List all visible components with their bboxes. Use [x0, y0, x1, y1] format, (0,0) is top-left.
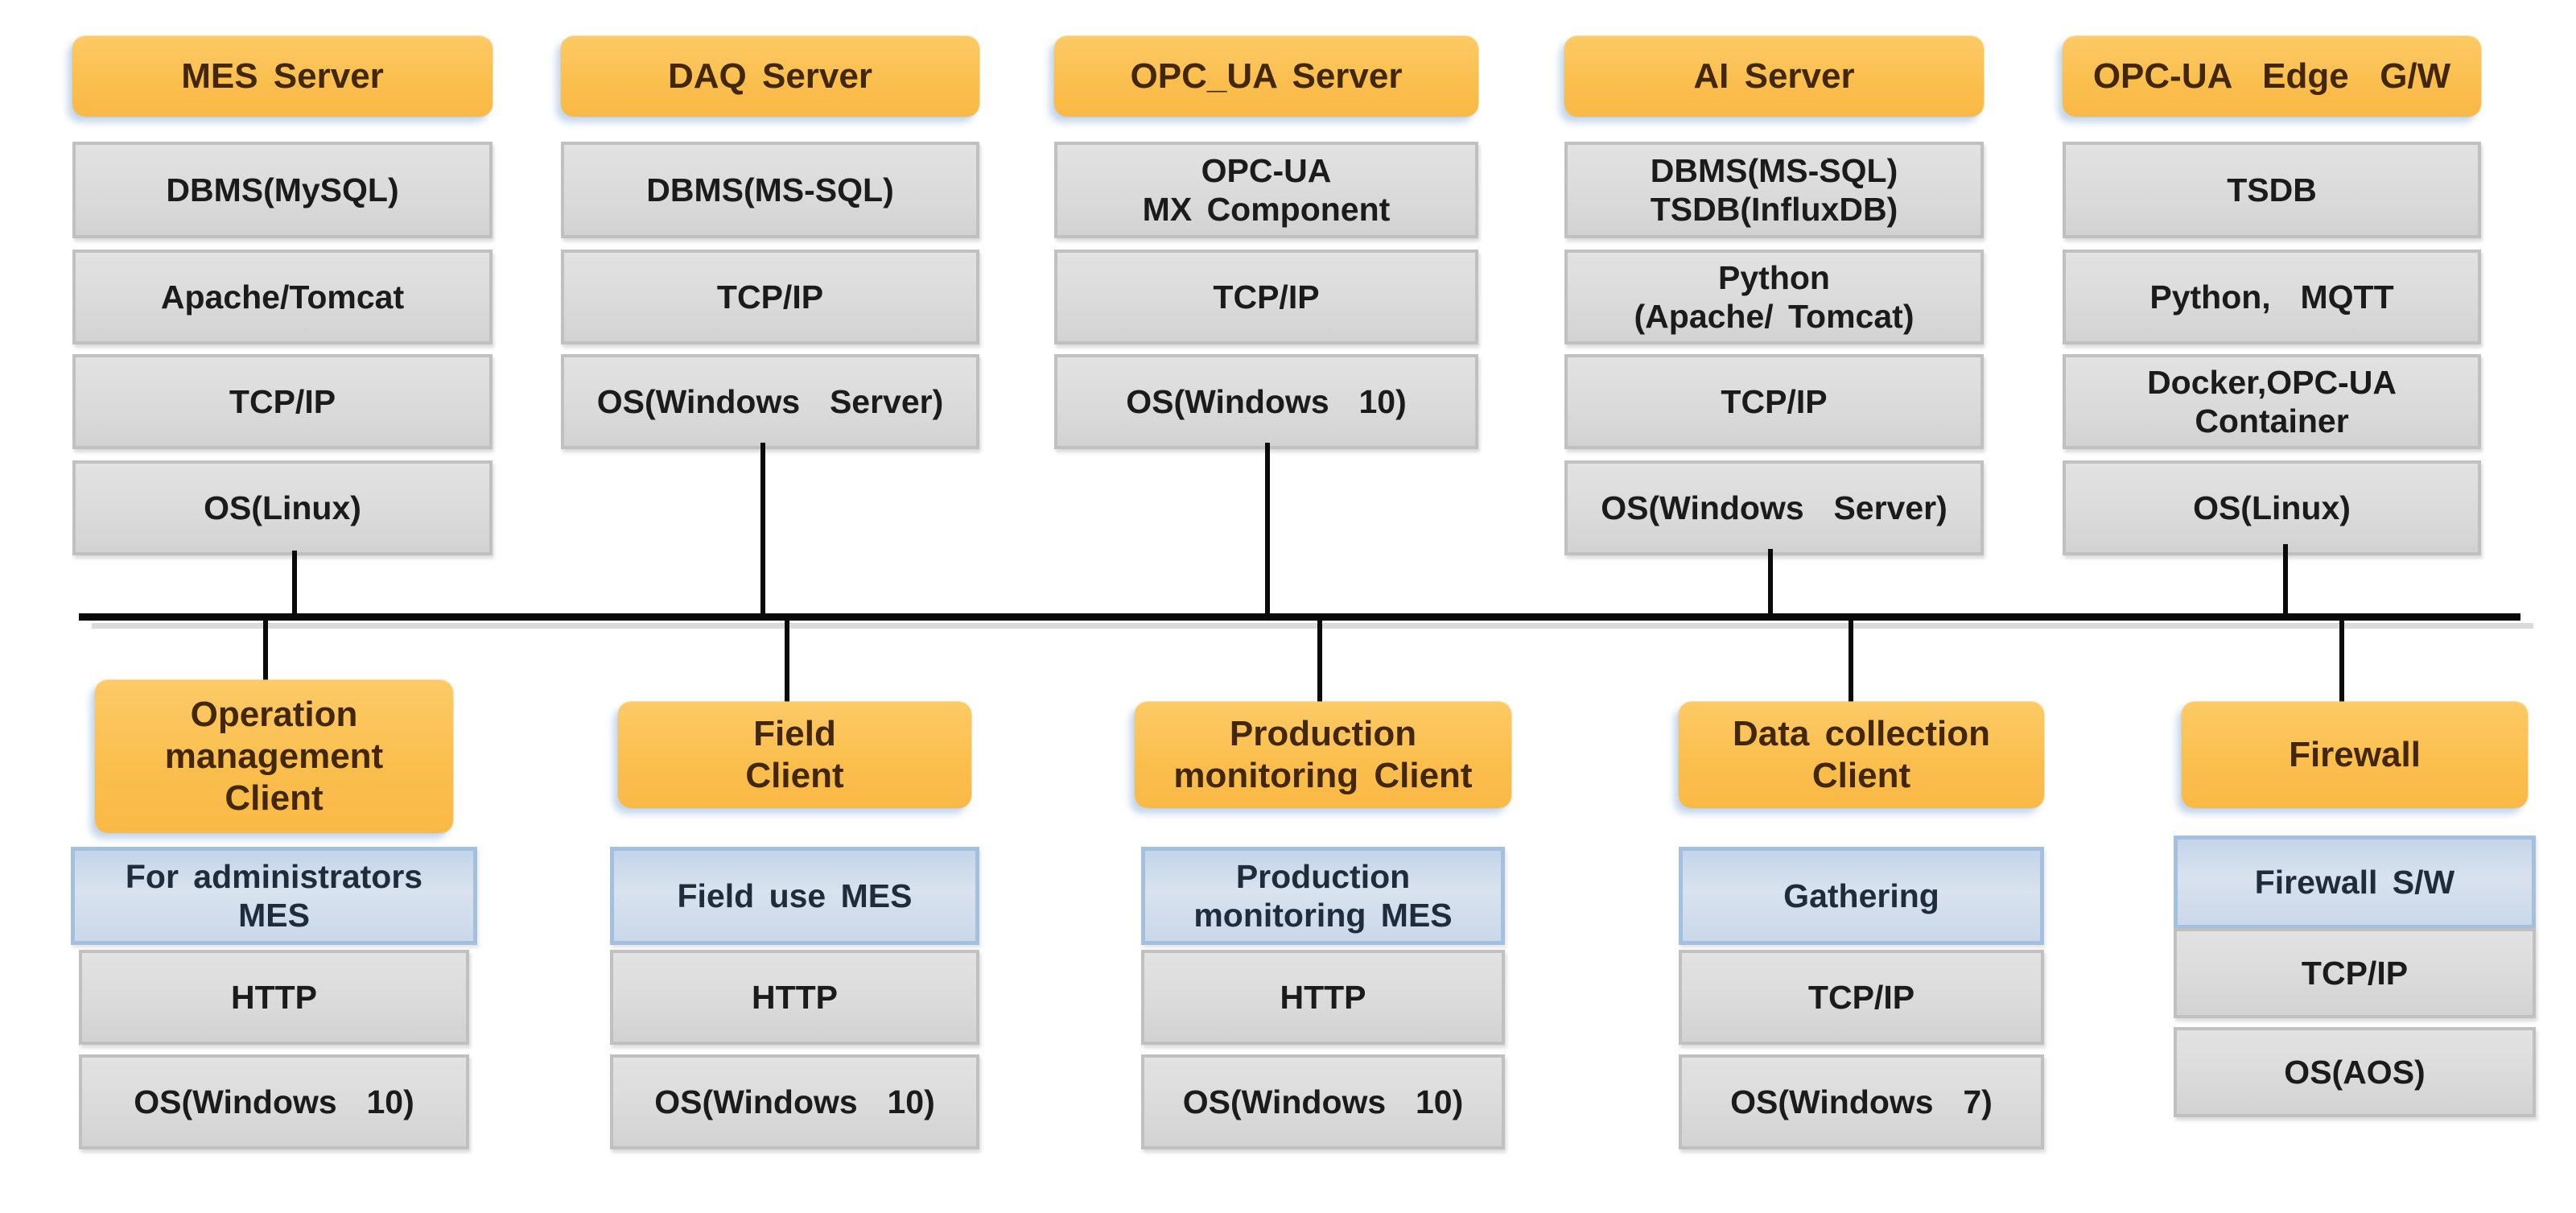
layer-box-os-windows-10: OS(Windows 10): [1141, 1054, 1505, 1149]
layer-box-http: HTTP: [79, 950, 469, 1045]
layer-box-tsdb: TSDB: [2063, 142, 2481, 238]
layer-box-os-windows-server: OS(Windows Server): [1564, 460, 1984, 555]
layer-box-tcpip: TCP/IP: [72, 354, 493, 449]
connector-edge-gw: [2283, 544, 2288, 615]
connector-ai-server: [1768, 549, 1773, 615]
column-opcua-server: OPC_UA Server OPC-UA MX Component TCP/IP…: [1054, 0, 1478, 1213]
column-mes-server: MES Server DBMS(MySQL) Apache/Tomcat TCP…: [72, 0, 493, 1213]
layer-box-tcpip: TCP/IP: [561, 250, 979, 345]
client-header-firewall: Firewall: [2182, 702, 2528, 808]
column-ai-server: AI Server DBMS(MS-SQL) TSDB(InfluxDB) Py…: [1564, 0, 1984, 1213]
column-data-collection-client: Data collection Client Gathering TCP/IP …: [1679, 0, 2044, 1213]
connector-opcua-server: [1265, 443, 1270, 615]
connector-mes-server: [292, 551, 297, 615]
layer-box-os-windows-7: OS(Windows 7): [1679, 1054, 2044, 1149]
bus-line-shadow: [92, 623, 2533, 629]
layer-box-http: HTTP: [610, 950, 979, 1045]
column-firewall: Firewall Firewall S/W TCP/IP OS(AOS): [2174, 0, 2536, 1213]
app-box-gathering: Gathering: [1679, 847, 2044, 945]
layer-box-dbms-mysql: DBMS(MySQL): [72, 142, 493, 238]
connector-firewall: [2339, 618, 2344, 703]
connector-operation-client: [263, 618, 268, 682]
layer-box-dbms-tsdb: DBMS(MS-SQL) TSDB(InfluxDB): [1564, 142, 1984, 238]
column-operation-management-client: Operation management Client For administ…: [71, 0, 477, 1213]
client-header-operation-management: Operation management Client: [95, 680, 453, 833]
layer-box-python-mqtt: Python, MQTT: [2063, 250, 2481, 345]
layer-box-os-windows-10: OS(Windows 10): [1054, 354, 1478, 449]
layer-box-tcpip: TCP/IP: [1564, 354, 1984, 449]
layer-box-tcpip: TCP/IP: [1679, 950, 2044, 1045]
app-box-for-administrators-mes: For administrators MES: [71, 847, 477, 945]
server-header-mes: MES Server: [72, 36, 493, 117]
layer-box-dbms-mssql: DBMS(MS-SQL): [561, 142, 979, 238]
connector-data-collection-client: [1849, 618, 1853, 703]
layer-box-os-aos: OS(AOS): [2174, 1027, 2536, 1117]
connector-daq-server: [760, 443, 765, 615]
client-header-production-monitoring: Production monitoring Client: [1135, 702, 1511, 808]
layer-box-python-apache-tomcat: Python (Apache/ Tomcat): [1564, 250, 1984, 345]
network-bus-line: [79, 613, 2520, 621]
layer-box-os-windows-10: OS(Windows 10): [610, 1054, 979, 1149]
layer-box-opcua-mx-component: OPC-UA MX Component: [1054, 142, 1478, 238]
client-header-data-collection: Data collection Client: [1679, 702, 2044, 808]
column-production-monitoring-client: Production monitoring Client Production …: [1135, 0, 1511, 1213]
connector-production-client: [1317, 618, 1322, 703]
layer-box-tcpip: TCP/IP: [2174, 928, 2536, 1018]
connector-field-client: [785, 618, 789, 703]
layer-box-os-linux: OS(Linux): [72, 460, 493, 555]
layer-box-os-windows-server: OS(Windows Server): [561, 354, 979, 449]
column-daq-server: DAQ Server DBMS(MS-SQL) TCP/IP OS(Window…: [561, 0, 979, 1213]
client-header-field: Field Client: [618, 702, 971, 808]
layer-box-docker-opcua-container: Docker,OPC-UA Container: [2063, 354, 2481, 449]
server-header-opcua: OPC_UA Server: [1054, 36, 1478, 117]
layer-box-tcpip: TCP/IP: [1054, 250, 1478, 345]
layer-box-apache-tomcat: Apache/Tomcat: [72, 250, 493, 345]
layer-box-http: HTTP: [1141, 950, 1505, 1045]
server-header-daq: DAQ Server: [561, 36, 979, 117]
column-field-client: Field Client Field use MES HTTP OS(Windo…: [610, 0, 979, 1213]
layer-box-os-windows-10: OS(Windows 10): [79, 1054, 469, 1149]
app-box-field-use-mes: Field use MES: [610, 847, 979, 945]
server-header-edge-gw: OPC-UA Edge G/W: [2063, 36, 2481, 117]
app-box-firewall-sw: Firewall S/W: [2174, 835, 2536, 929]
column-opcua-edge-gw: OPC-UA Edge G/W TSDB Python, MQTT Docker…: [2063, 0, 2481, 1213]
app-box-production-monitoring-mes: Production monitoring MES: [1141, 847, 1505, 945]
server-header-ai: AI Server: [1564, 36, 1984, 117]
layer-box-os-linux: OS(Linux): [2063, 460, 2481, 555]
